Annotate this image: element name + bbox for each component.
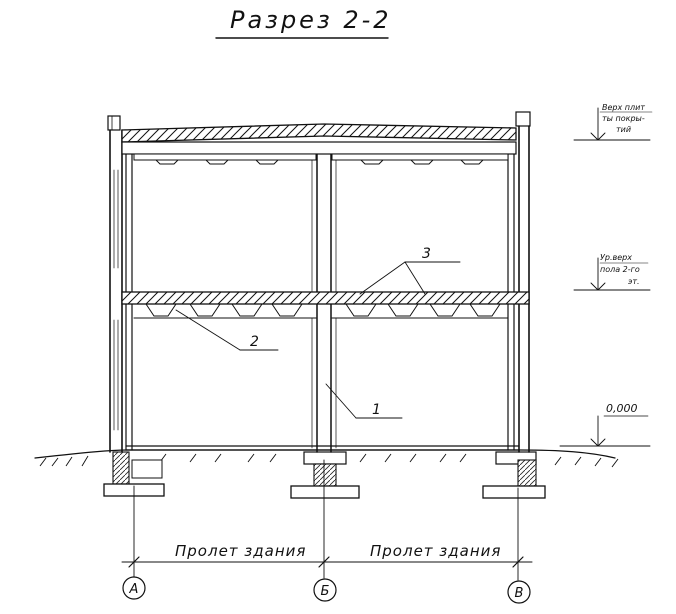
level-roof-line-2: ты покры- — [602, 114, 645, 123]
callout-3-label: 3 — [422, 246, 431, 262]
axis-marker-c: В — [507, 580, 531, 604]
floor-slab — [121, 291, 530, 319]
span-dimension: Пролет здания Пролет здания — [121, 542, 533, 568]
axis-marker-a: А — [122, 576, 146, 600]
level-mark-ground: 0,000 — [559, 402, 651, 447]
axis-marker-b: Б — [313, 578, 337, 602]
ground-slab — [125, 445, 520, 451]
span-label-right: Пролет здания — [370, 542, 501, 560]
level-floor-line-1: Ур.верх — [600, 253, 632, 262]
section-title: Разрез 2-2 — [230, 6, 392, 34]
level-floor-line-2: пола 2-го — [600, 265, 640, 274]
level-roof-line-3: тий — [616, 125, 631, 134]
span-label-left: Пролет здания — [175, 542, 306, 560]
exterior-wall-right — [507, 111, 531, 453]
level-mark-roof: Верх плит ты покры- тий — [573, 103, 653, 141]
foundation-c — [482, 451, 546, 499]
callout-column: 1 — [325, 383, 403, 419]
callout-2-label: 2 — [250, 334, 259, 350]
callout-beam: 2 — [175, 309, 279, 351]
level-floor-line-3: эт. — [628, 277, 640, 286]
title-block: Разрез 2-2 — [215, 6, 392, 39]
exterior-wall-left — [107, 115, 133, 453]
level-mark-floor: Ур.верх пола 2-го эт. — [573, 253, 651, 291]
axis-label-b: Б — [321, 584, 330, 599]
level-ground-label: 0,000 — [606, 402, 638, 415]
axis-label-c: В — [515, 586, 524, 601]
level-roof-line-1: Верх плит — [602, 103, 645, 112]
roof-slab — [121, 123, 517, 165]
axis-label-a: А — [129, 582, 139, 597]
callout-slab: 3 — [359, 246, 461, 295]
foundation-b — [290, 451, 360, 499]
callout-1-label: 1 — [372, 402, 381, 418]
